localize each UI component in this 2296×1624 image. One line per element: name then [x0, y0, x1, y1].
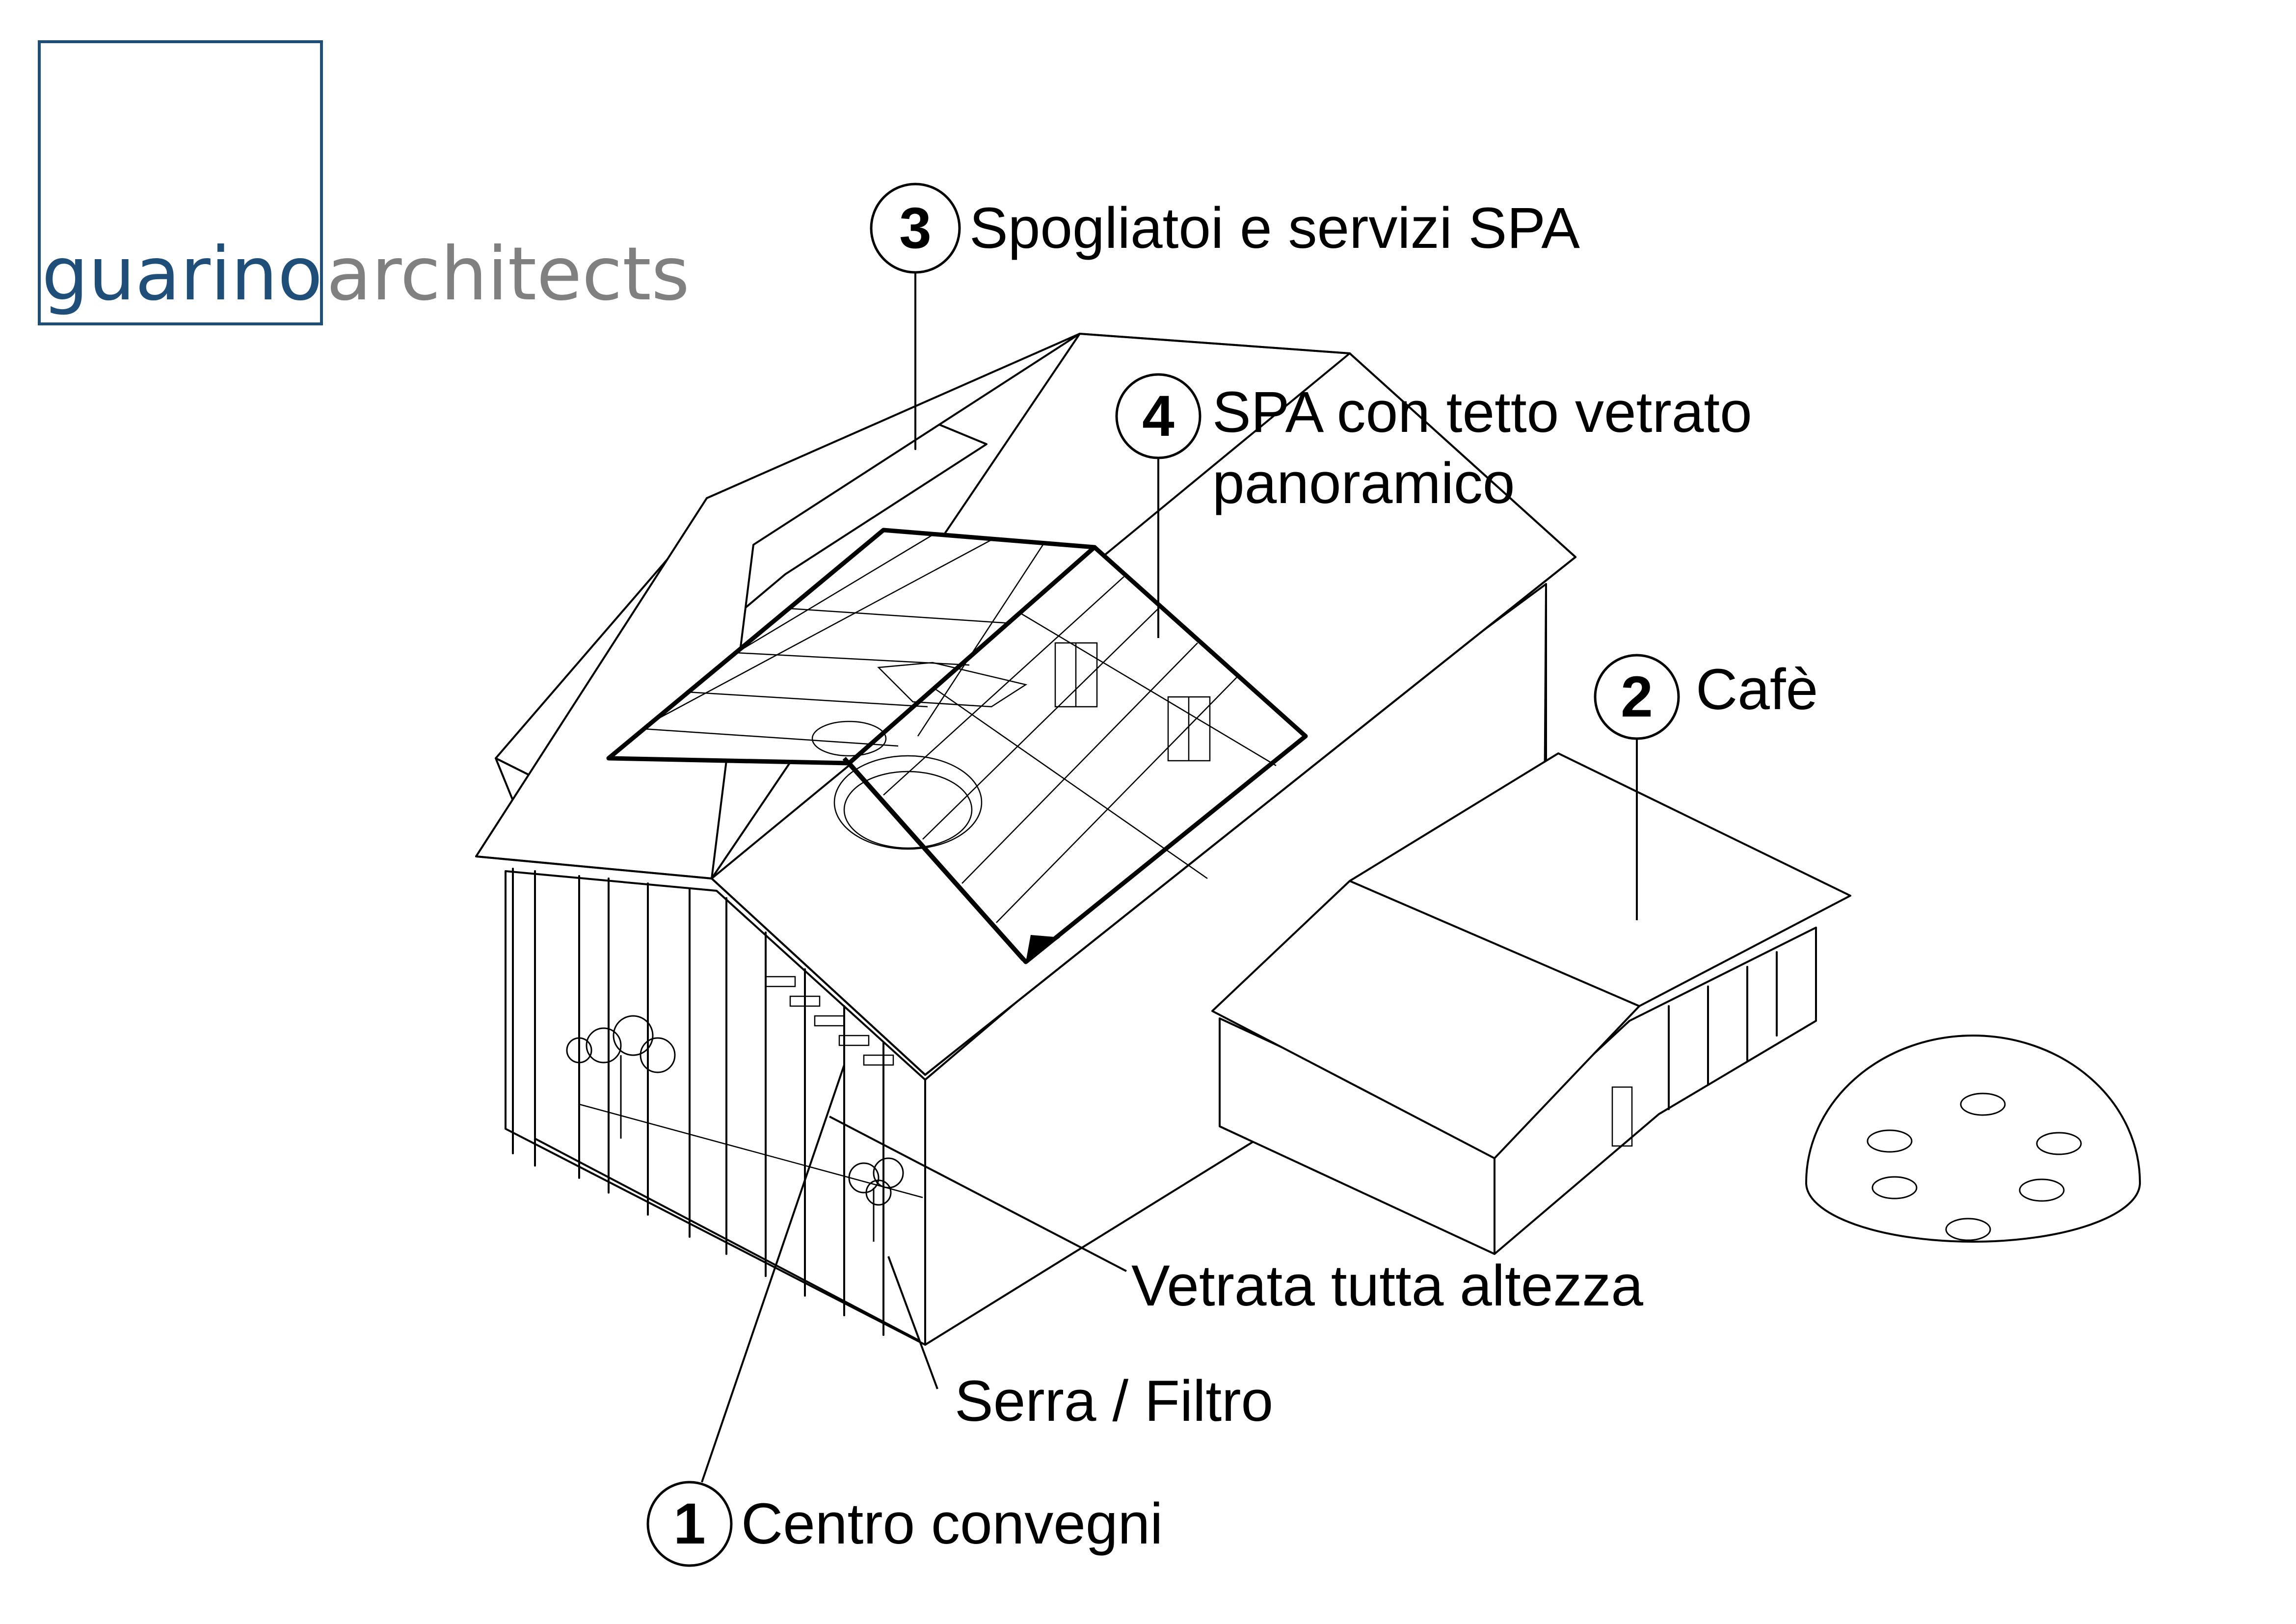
callout-label: Centro convegni — [741, 1491, 1163, 1556]
callout-number: 4 — [1142, 384, 1175, 449]
callout-number: 3 — [899, 196, 932, 261]
annotation-vetrata: Vetrata tutta altezza — [1131, 1253, 1643, 1318]
building-cafe — [1211, 752, 1851, 1255]
callout-label: Spogliatoi e servizi SPA — [969, 196, 1580, 261]
tree-icon — [848, 1157, 904, 1242]
spa-glass-roof — [606, 528, 1308, 964]
logo-frame — [38, 40, 323, 325]
outdoor-dome — [1805, 1035, 2141, 1243]
table-icon — [1867, 1092, 2082, 1241]
tree-icon — [566, 1015, 676, 1139]
callout-4: 4 SPA con tetto vetrato panoramico — [1115, 373, 1752, 516]
callout-1: 1 Centro convegni — [646, 1481, 1163, 1567]
company-logo: guarino architects — [38, 40, 690, 325]
callout-label: SPA con tetto vetrato — [1212, 380, 1752, 445]
callout-2: 2 Cafè — [1594, 654, 1818, 740]
callout-3: 3 Spogliatoi e servizi SPA — [870, 183, 1580, 274]
callout-number: 2 — [1621, 665, 1653, 729]
callout-number: 1 — [673, 1491, 706, 1556]
callout-label-line2: panoramico — [1212, 451, 1515, 516]
annotation-serra: Serra / Filtro — [955, 1369, 1273, 1434]
full-height-glazing — [512, 868, 923, 1341]
callout-label: Cafè — [1696, 657, 1818, 722]
logo-brand-part1: guarino — [42, 232, 322, 317]
logo-brand-part2: architects — [326, 232, 690, 317]
leader-lines — [701, 272, 1638, 1483]
